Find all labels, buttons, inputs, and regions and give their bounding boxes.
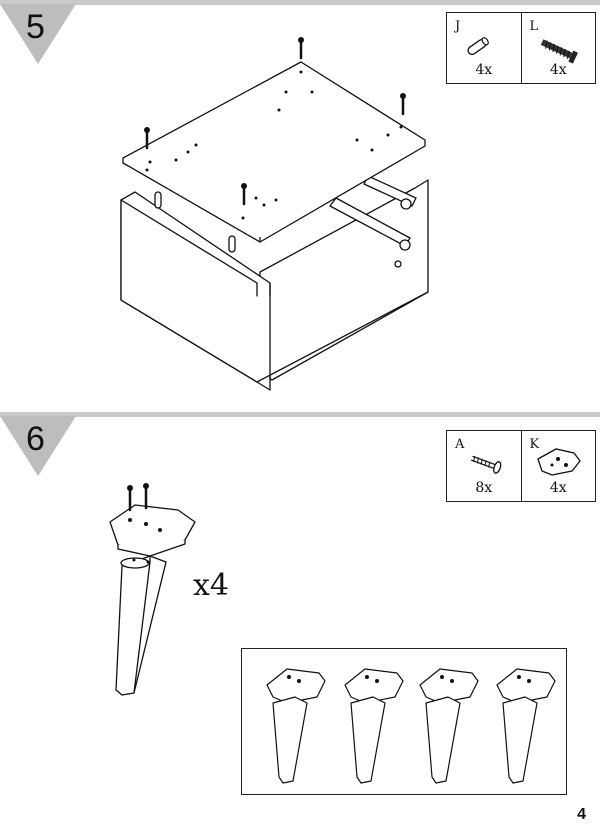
step-5-assembly-drawing [120, 37, 429, 391]
step-5-number: 5 [26, 8, 45, 46]
step-5-marker [0, 4, 76, 64]
part-l-qty: 4x [549, 62, 567, 78]
assembled-legs-drawing [266, 668, 556, 784]
step-6-number: 6 [26, 420, 45, 458]
step-6-result-frame [241, 648, 567, 795]
step-6-marker [0, 416, 76, 476]
step-5-header-band [0, 0, 600, 5]
part-k-letter: K [529, 437, 540, 452]
part-l-cell: L 4x [520, 13, 596, 83]
part-a-letter: A [455, 437, 465, 452]
step-6-multiplier: x4 [193, 568, 230, 603]
bolt-icon [470, 455, 502, 474]
assembled-leg-3 [419, 668, 479, 784]
part-a-cell: A 8x [447, 431, 521, 501]
part-k-cell: K 4x [520, 431, 596, 501]
part-l-letter: L [529, 19, 539, 34]
assembled-leg-4 [496, 668, 556, 784]
leg-plate-icon [536, 448, 581, 476]
page-number: 4 [577, 806, 586, 823]
part-j-letter: J [455, 19, 461, 34]
part-k-qty: 4x [549, 480, 567, 496]
step-6-parts-box: A 8x K 4x [446, 430, 596, 502]
dowel-icon [467, 37, 489, 56]
step-5-parts-box: J 4x L 4x [446, 12, 596, 84]
assembled-leg-1 [266, 668, 326, 784]
part-j-qty: 4x [475, 62, 493, 78]
assembled-leg-2 [344, 668, 404, 784]
part-a-qty: 8x [475, 480, 493, 496]
screw-icon [540, 39, 578, 64]
part-j-cell: J 4x [447, 13, 521, 83]
step-6-header-band [0, 412, 600, 417]
